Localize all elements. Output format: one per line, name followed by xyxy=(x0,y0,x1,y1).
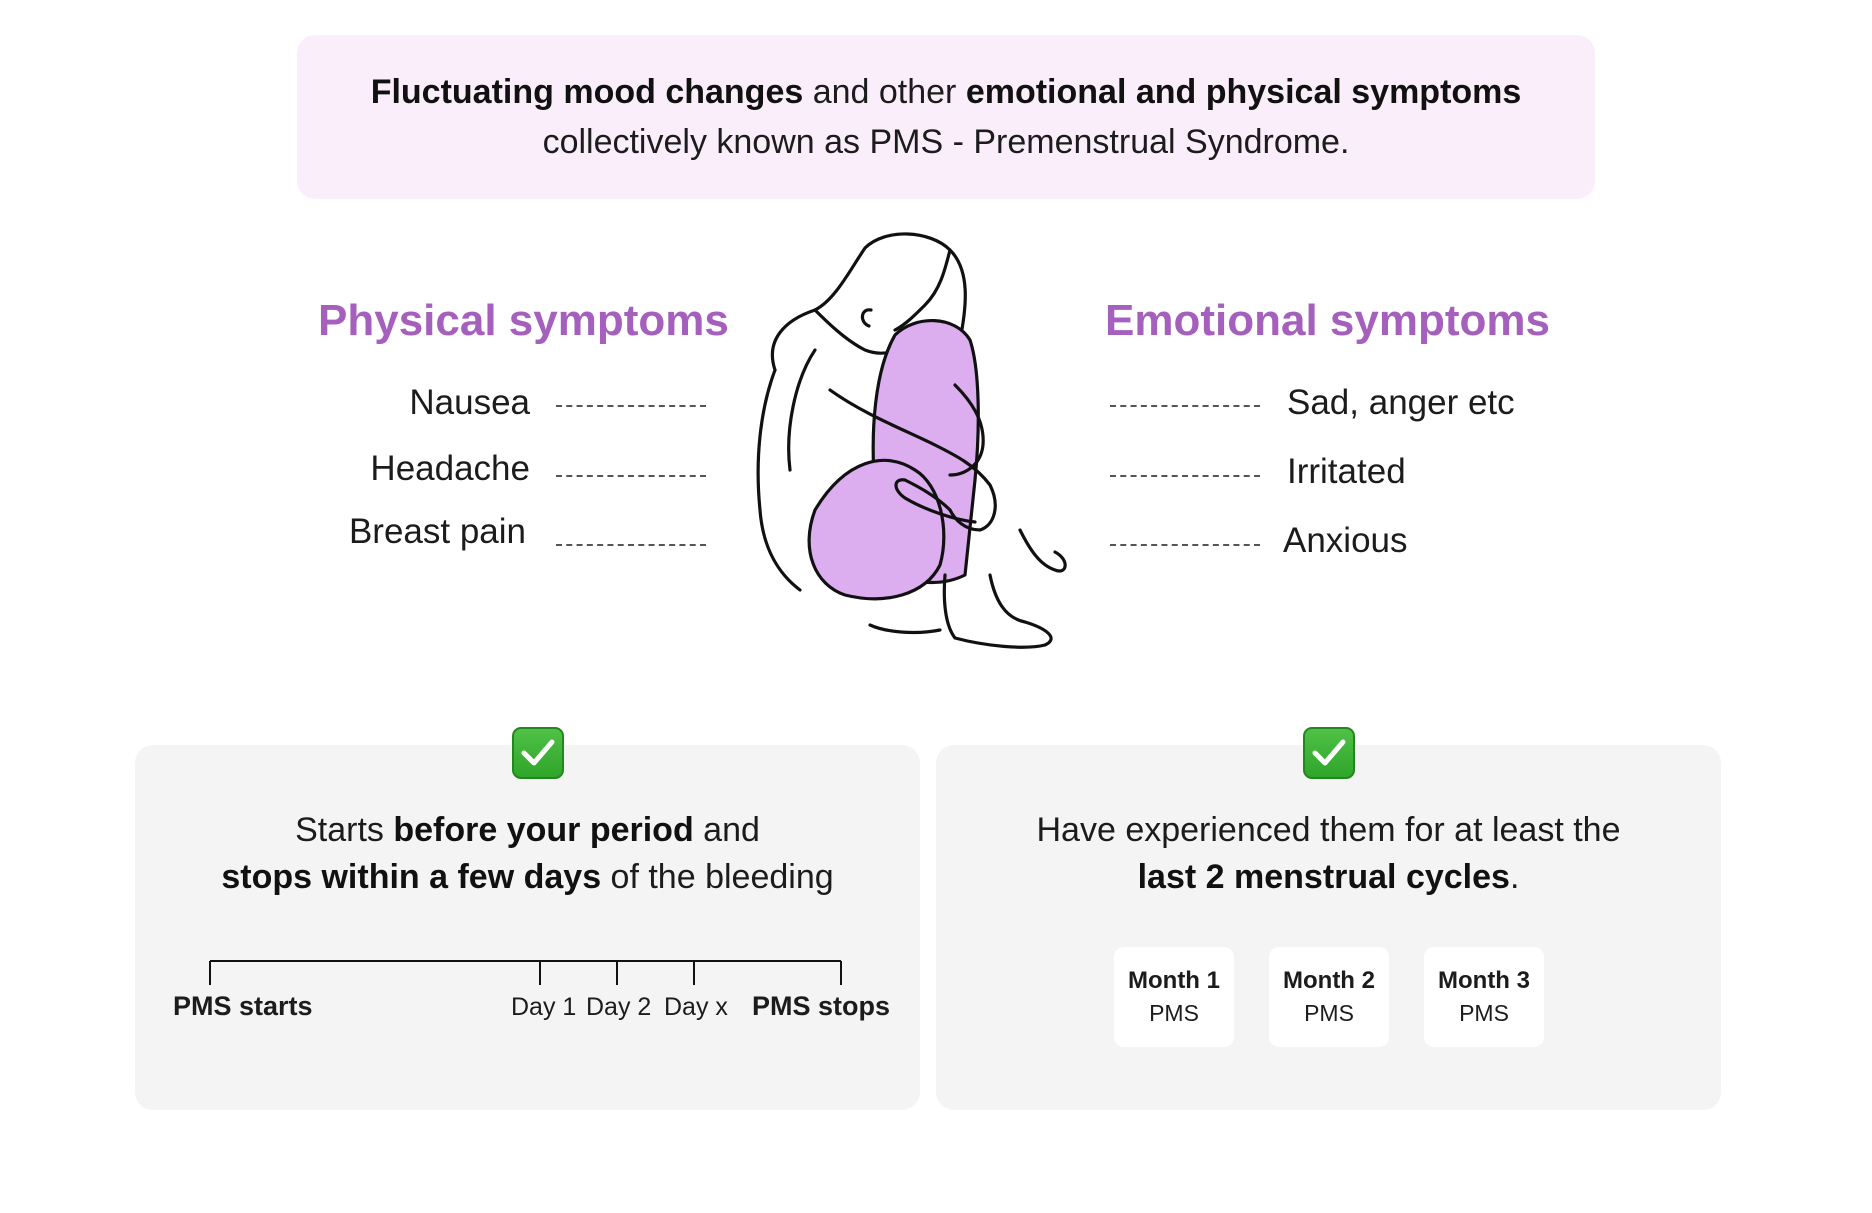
timing-card-line-1: Starts before your period and xyxy=(135,807,920,854)
month-sub: PMS xyxy=(1459,1000,1509,1026)
duration-text-post: . xyxy=(1509,858,1520,896)
timing-text-mid: and xyxy=(693,811,760,849)
month-title: Month 2 xyxy=(1283,967,1375,994)
physical-symptom-item: Breast pain xyxy=(348,512,526,551)
duration-card-line-2: last 2 menstrual cycles. xyxy=(936,854,1721,901)
banner-bold-mood: Fluctuating mood changes xyxy=(370,73,804,111)
month-title: Month 3 xyxy=(1438,967,1530,994)
connector-line xyxy=(556,544,706,546)
connector-line xyxy=(556,475,706,477)
connector-line xyxy=(1110,405,1260,407)
timing-text-post: of the bleeding xyxy=(601,858,834,896)
timing-text-pre: Starts xyxy=(295,811,394,849)
duration-bold-cycles: last 2 menstrual cycles xyxy=(1137,858,1510,896)
woman-hugging-knees-illustration xyxy=(756,232,1067,649)
connector-line xyxy=(1110,475,1260,477)
physical-symptom-item: Headache xyxy=(370,449,530,488)
physical-symptom-item: Nausea xyxy=(409,383,530,422)
timeline-end-label: PMS stops xyxy=(752,991,891,1021)
month-box: Month 3 PMS xyxy=(1424,947,1544,1047)
duration-card: Have experienced them for at least the l… xyxy=(936,745,1721,1110)
emotional-symptom-item: Irritated xyxy=(1287,452,1406,491)
intro-banner: Fluctuating mood changes and other emoti… xyxy=(297,35,1595,199)
banner-line-2: collectively known as PMS - Premenstrual… xyxy=(542,123,1350,161)
emotional-symptom-item: Sad, anger etc xyxy=(1287,383,1515,422)
connector-line xyxy=(556,405,706,407)
check-icon xyxy=(512,727,564,779)
timing-card-line-2: stops within a few days of the bleeding xyxy=(135,854,920,901)
month-sub: PMS xyxy=(1149,1000,1199,1026)
emotional-symptom-item: Anxious xyxy=(1283,521,1408,560)
timeline-day-label: Day 1 xyxy=(511,993,577,1021)
timing-card: Starts before your period and stops with… xyxy=(135,745,920,1110)
banner-bold-symptoms: emotional and physical symptoms xyxy=(965,73,1522,111)
timing-bold-stops: stops within a few days xyxy=(221,858,602,896)
month-sub: PMS xyxy=(1304,1000,1354,1026)
timeline-day-label: Day x xyxy=(664,993,728,1021)
banner-mid-text: and other xyxy=(803,73,966,111)
timing-bold-before: before your period xyxy=(393,811,694,849)
timeline-day-label: Day 2 xyxy=(586,993,652,1021)
timeline xyxy=(209,960,842,985)
check-icon xyxy=(1303,727,1355,779)
emotional-symptoms-heading: Emotional symptoms xyxy=(1105,296,1550,345)
timeline-start-label: PMS starts xyxy=(173,991,313,1021)
duration-card-line-1: Have experienced them for at least the xyxy=(1036,811,1621,849)
month-box: Month 2 PMS xyxy=(1269,947,1389,1047)
month-title: Month 1 xyxy=(1128,967,1220,994)
banner-line-1: Fluctuating mood changes and other emoti… xyxy=(371,67,1522,117)
month-box: Month 1 PMS xyxy=(1114,947,1234,1047)
connector-line xyxy=(1110,544,1260,546)
physical-symptoms-heading: Physical symptoms xyxy=(318,296,729,345)
